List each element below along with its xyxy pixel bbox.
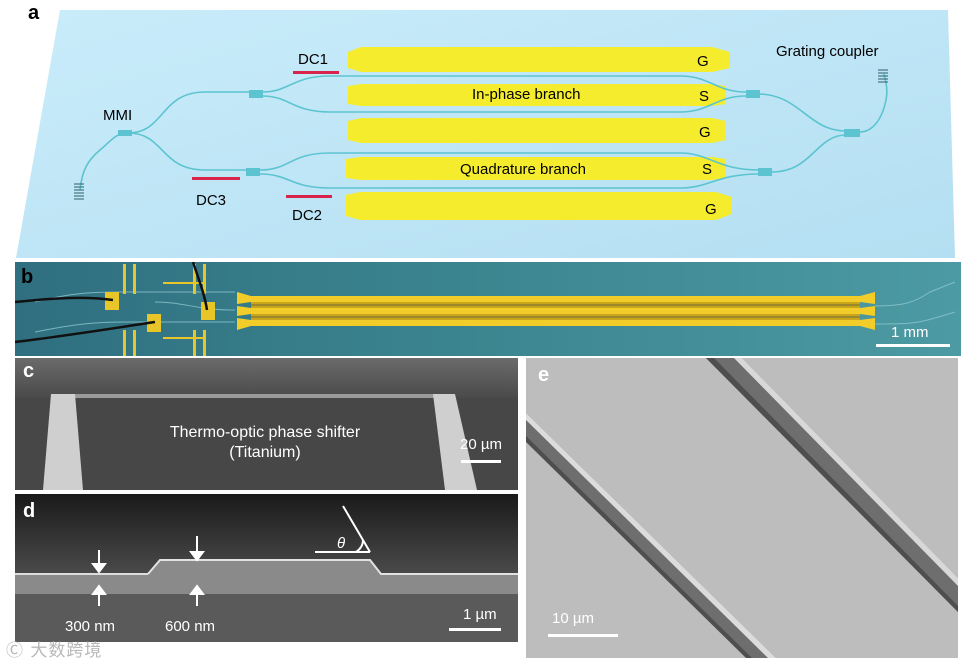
panel-a: a: [0, 0, 973, 262]
micrograph-pads: [105, 264, 215, 356]
electrode-label-g3: G: [705, 201, 717, 218]
dc1-marker: [293, 71, 339, 74]
panel-e-scale-label: 10 µm: [552, 610, 594, 627]
sem-phase-shifter: [15, 358, 518, 490]
panel-a-label: a: [28, 2, 40, 24]
electrode-label-g1: G: [697, 53, 709, 70]
left-pad: [43, 394, 83, 490]
watermark-text: 大数跨境: [30, 641, 103, 661]
dc1-label: DC1: [298, 51, 328, 68]
thickness-300nm-label: 300 nm: [65, 618, 116, 635]
panel-c-scale-bar: [461, 460, 501, 463]
panel-d: θ d 300 nm 600 nm 1 µm: [15, 494, 518, 642]
right-pad: [433, 394, 477, 490]
dc-upper-block: [249, 90, 263, 98]
panel-c: c Thermo-optic phase shifter (Titanium) …: [15, 358, 518, 490]
dc2-marker: [286, 195, 332, 198]
electrode-label-s2: S: [702, 161, 712, 178]
electrode-g-bottom: [346, 192, 732, 220]
input-grating-coupler: [74, 183, 84, 200]
thickness-600nm-label: 600 nm: [165, 618, 216, 635]
sidewall-angle-marker: [315, 505, 371, 553]
panel-e-label: e: [538, 364, 550, 386]
dc-lower-block: [246, 168, 260, 176]
electrode-g-top: [348, 47, 730, 72]
thickness-arrows: [91, 536, 205, 606]
panel-c-label: c: [23, 360, 35, 382]
electrode-g-middle: [348, 118, 726, 143]
panel-e: e 10 µm: [526, 358, 958, 658]
output-grating-coupler: [878, 69, 888, 83]
micrograph-electrodes: [237, 292, 875, 330]
panel-b-scale-label: 1 mm: [891, 324, 929, 341]
mmi-label: MMI: [103, 107, 132, 124]
waveguide-network: [79, 73, 888, 191]
panel-d-label: d: [23, 500, 36, 522]
panel-b: b 1 mm: [15, 262, 961, 356]
combiner-upper-block: [746, 90, 760, 98]
combiner-lower-block: [758, 168, 772, 176]
panel-b-scale-bar: [876, 344, 950, 347]
chip-micrograph: [15, 262, 961, 356]
phase-shifter-caption: Thermo-optic phase shifter (Titanium): [125, 424, 405, 462]
grating-coupler-label: Grating coupler: [776, 43, 879, 60]
watermark-logo-icon: Ⓒ: [6, 641, 24, 661]
in-phase-branch-label: In-phase branch: [472, 86, 580, 103]
electrode-s-top: [348, 84, 726, 106]
angle-symbol: θ: [337, 535, 345, 552]
panel-e-scale-bar: [548, 634, 618, 637]
dc3-label: DC3: [196, 192, 226, 209]
panel-d-scale-bar: [449, 628, 501, 631]
electrode-label-s1: S: [699, 88, 709, 105]
dc2-label: DC2: [292, 207, 322, 224]
ridge-profile: [15, 560, 518, 594]
phase-shifter-caption-line2: (Titanium): [229, 444, 301, 461]
chip-layout-schematic: DC1 DC3 DC2 MMI Grating coupler In-phase…: [16, 10, 955, 258]
watermark: Ⓒ 大数跨境: [6, 636, 102, 661]
sem-electrode-top-view: [526, 358, 958, 658]
dc3-marker: [192, 177, 240, 180]
phase-shifter-caption-line1: Thermo-optic phase shifter: [169, 424, 361, 441]
panel-b-label: b: [21, 266, 34, 288]
electrode-s-bottom: [346, 157, 726, 180]
sem-waveguide-cross-section: θ: [15, 494, 518, 642]
quadrature-branch-label: Quadrature branch: [460, 161, 586, 178]
panel-c-scale-label: 20 µm: [460, 436, 502, 453]
micrograph-probe-wires: [15, 262, 209, 344]
output-mmi-block: [844, 129, 860, 137]
panel-d-scale-label: 1 µm: [463, 606, 497, 623]
mmi-block: [118, 130, 132, 136]
electrode-label-g2: G: [699, 124, 711, 141]
